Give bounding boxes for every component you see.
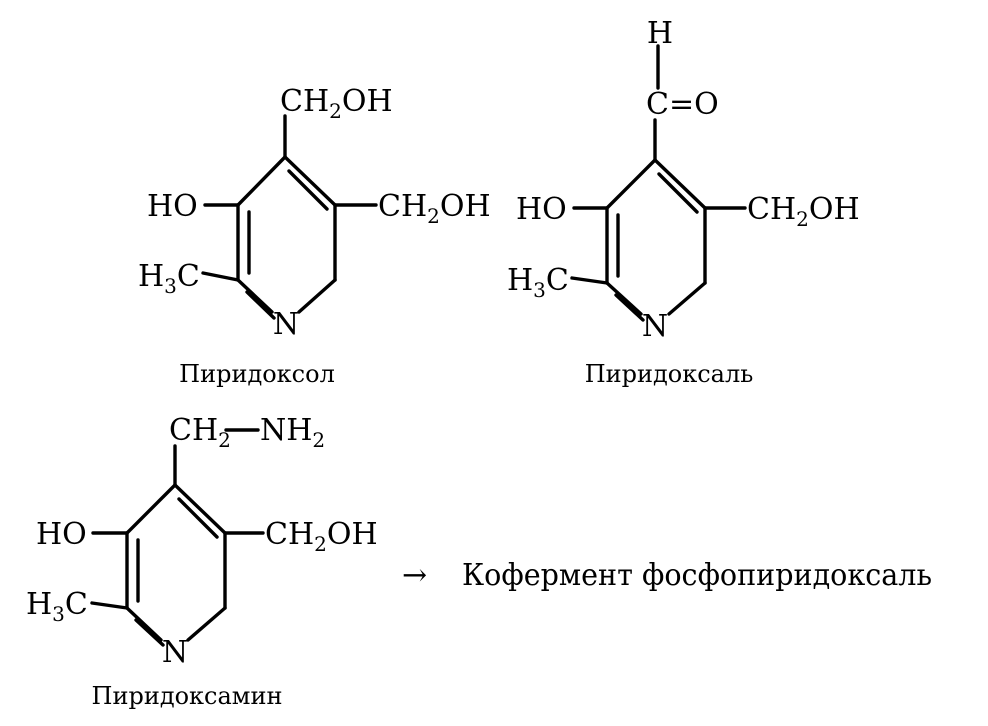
pyridoxol-n-atom: N bbox=[273, 307, 299, 342]
pyridoxol-ho: HO bbox=[147, 189, 198, 224]
pyridoxamine-structure: CH2 NH2 N HO CH2OH H3C Пиридоксамин bbox=[26, 413, 378, 710]
pyridoxal-bond-c2-n bbox=[605, 281, 643, 316]
pyridoxal-bond-c4-c5 bbox=[653, 158, 707, 210]
pyridoxol-right-ch2oh: CH2OH bbox=[378, 189, 491, 228]
pyridoxol-bond-c2-n bbox=[236, 278, 274, 314]
pyridoxal-bond-c2-n-double bbox=[614, 293, 645, 322]
pyridoxamine-bond-c6-n bbox=[186, 606, 227, 642]
pyridoxal-ho: HO bbox=[516, 192, 567, 227]
pyridoxamine-h3c: H3C bbox=[26, 587, 88, 626]
pyridoxol-top-ch2oh: CH2OH bbox=[280, 84, 393, 123]
pyridoxal-n-atom: N bbox=[642, 309, 668, 344]
pyridoxol-bond-c6-n bbox=[297, 278, 337, 314]
coenzyme-arrow: → bbox=[402, 558, 427, 593]
pyridoxamine-bond-c4-c5 bbox=[173, 483, 227, 535]
pyridoxamine-n-atom: N bbox=[162, 635, 188, 670]
pyridoxol-h3c: H3C bbox=[138, 259, 200, 298]
pyridoxal-h3c: H3C bbox=[507, 263, 569, 302]
pyridoxamine-caption: Пиридоксамин bbox=[92, 682, 283, 710]
pyridoxol-structure: N CH2OH HO CH2OH H3C Пиридоксол bbox=[138, 84, 491, 388]
pyridoxal-bond-c6-n bbox=[667, 281, 707, 316]
pyridoxol-caption: Пиридоксол bbox=[179, 360, 335, 388]
pyridoxal-h-atom: H bbox=[647, 16, 673, 51]
pyridoxamine-bond-c2-h3c bbox=[90, 601, 129, 610]
pyridoxamine-ch2: CH2 bbox=[169, 413, 231, 452]
pyridoxol-bond-c4-c5-double bbox=[287, 169, 329, 211]
pyridoxamine-bond-c2-n-double bbox=[134, 618, 165, 647]
pyridoxamine-bond-c4-c3 bbox=[125, 483, 177, 535]
pyridoxamine-ho: HO bbox=[36, 517, 87, 552]
pyridoxol-bond-c2-h3c bbox=[201, 271, 240, 282]
pyridoxal-bond-c4-c3 bbox=[605, 158, 657, 210]
pyridoxol-bond-c2-n-double bbox=[245, 290, 276, 320]
pyridoxal-caption: Пиридоксаль bbox=[585, 360, 754, 388]
pyridoxal-structure: H C=O N HO CH2OH H3C Пиридоксаль bbox=[507, 16, 860, 388]
pyridoxamine-bond-c2-n bbox=[125, 606, 163, 642]
pyridoxamine-nh2: NH2 bbox=[260, 413, 325, 452]
pyridoxamine-bond-c4-c5-double bbox=[177, 497, 219, 539]
pyridoxal-right-ch2oh: CH2OH bbox=[747, 192, 860, 231]
pyridoxol-bond-c4-c5 bbox=[283, 155, 337, 207]
pyridoxal-aldehyde: C=O bbox=[646, 87, 719, 122]
coenzyme-note: → Кофермент фосфопиридоксаль bbox=[402, 558, 932, 593]
pyridoxol-bond-c4-c3 bbox=[236, 155, 287, 207]
pyridoxal-bond-c4-c5-double bbox=[657, 172, 699, 214]
pyridoxamine-right-ch2oh: CH2OH bbox=[265, 517, 378, 556]
coenzyme-text: Кофермент фосфопиридоксаль bbox=[462, 558, 932, 593]
pyridoxal-bond-c2-h3c bbox=[570, 276, 609, 285]
